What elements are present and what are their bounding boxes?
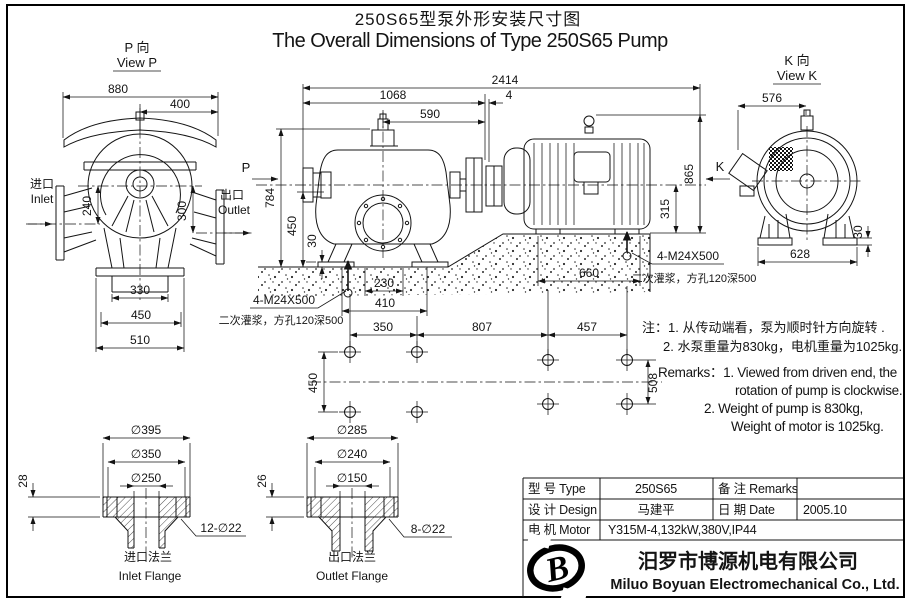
dim-350: 350 — [373, 320, 393, 334]
dim-510: 510 — [130, 333, 150, 347]
title-zh: 250S65型泵外形安装尺寸图 — [355, 10, 582, 29]
drawing-title: 250S65型泵外形安装尺寸图 The Overall Dimensions o… — [272, 10, 668, 52]
dim-880: 880 — [108, 82, 128, 96]
anchor-bolt-callout-left: 4-M24X500 — [253, 293, 315, 307]
dim-1068: 1068 — [380, 88, 407, 102]
view-k-dir-label: K 向 — [784, 53, 809, 68]
view-arrow-p-label: P — [242, 160, 251, 175]
sheet-border — [6, 4, 905, 598]
dim-450: 450 — [285, 216, 299, 236]
dim-590: 590 — [420, 107, 440, 121]
note-zh-2: 2. 水泵重量为830kg，电机重量为1025kg. — [663, 339, 902, 354]
note-en-2: rotation of pump is clockwise. — [735, 383, 902, 398]
dim-28: 28 — [16, 474, 30, 488]
dim-240f: ∅240 — [337, 447, 368, 461]
design-label: 设 计 Design — [528, 502, 597, 517]
note-en-1: Remarks：1. Viewed from driven end, the — [658, 365, 897, 380]
dim-30: 30 — [305, 234, 319, 248]
outlet-holes-callout: 8-∅22 — [411, 522, 446, 536]
inlet-flange-detail: ∅395 ∅350 ∅250 28 12-∅22 进口法兰 Inlet Flan… — [16, 423, 246, 583]
dim-240: 240 — [80, 196, 94, 216]
bolt-holes — [339, 341, 638, 423]
outlet-flange-label-zh: 出口法兰 — [328, 550, 376, 564]
dim-150: ∅150 — [337, 471, 368, 485]
note-zh-1: 注：1. 从传动端看，泵为顺时针方向旋转 . — [642, 320, 885, 335]
outlet-label-en: Outlet — [218, 203, 251, 217]
motor-lifting-eye — [583, 115, 595, 127]
view-p: P 向 View P 进口 Inlet 出口 Outlet 880 400 24… — [26, 40, 252, 352]
foundation-plan: 350 807 457 450 508 — [306, 286, 662, 423]
inlet-holes-callout: 12-∅22 — [200, 521, 241, 535]
dim-400: 400 — [170, 97, 190, 111]
note-en-4: Weight of motor is 1025kg. — [731, 419, 884, 434]
dim-457: 457 — [577, 320, 597, 334]
dim-628: 628 — [790, 247, 810, 261]
dim-4: 4 — [506, 88, 513, 102]
main-view: P K 4-M24X500 二次灌浆，方孔120深500 4-M24X500 二… — [219, 73, 757, 327]
dim-576: 576 — [762, 91, 782, 105]
date-label: 日 期 Date — [718, 503, 775, 517]
dim-315: 315 — [658, 199, 672, 219]
motor-terminal-box — [573, 151, 611, 183]
outlet-flange-detail: ∅285 ∅240 ∅150 26 8-∅22 出口法兰 Outlet Flan… — [255, 423, 452, 583]
remarks-label: 备 注 Remarks — [718, 481, 798, 496]
inlet-label-en: Inlet — [31, 192, 54, 206]
dim-285: ∅285 — [337, 423, 368, 437]
inlet-flange-label-zh: 进口法兰 — [124, 550, 172, 564]
note-en-3: 2. Weight of pump is 830kg, — [704, 401, 863, 416]
dim-26: 26 — [255, 474, 269, 488]
title-en: The Overall Dimensions of Type 250S65 Pu… — [272, 30, 668, 52]
dim-350f: ∅350 — [131, 447, 162, 461]
dim-k-30: 30 — [851, 225, 865, 239]
date-value: 2005.10 — [803, 503, 847, 517]
dim-410: 410 — [375, 296, 395, 310]
view-arrow-k-label: K — [716, 159, 725, 174]
company-name-en: Miluo Boyuan Electromechanical Co., Ltd. — [610, 577, 899, 593]
view-p-dir-label: P 向 — [124, 40, 149, 55]
motor-vent-patch — [769, 147, 793, 171]
inlet-label-zh: 进口 — [30, 177, 54, 191]
anchor-bolt-callout-right: 4-M24X500 — [657, 249, 719, 263]
pump-casing — [315, 149, 451, 245]
dim-784: 784 — [263, 188, 277, 208]
grout-callout-left: 二次灌浆，方孔120深500 — [219, 313, 344, 327]
motor-value: Y315M-4,132kW,380V,IP44 — [608, 523, 757, 537]
dim-508: 508 — [646, 373, 660, 393]
dim-450: 450 — [131, 308, 151, 322]
svg-text:B: B — [541, 549, 573, 591]
notes: 注：1. 从传动端看，泵为顺时针方向旋转 . 2. 水泵重量为830kg，电机重… — [642, 320, 903, 434]
dim-330: 330 — [130, 283, 150, 297]
dim-300: 300 — [175, 201, 189, 221]
dim-807: 807 — [472, 320, 492, 334]
grout-callout-right: 二次灌浆，方孔120深500 — [632, 271, 757, 285]
view-k-name-label: View K — [777, 68, 818, 83]
design-value: 马建平 — [638, 503, 675, 517]
dim-865: 865 — [682, 164, 696, 184]
view-k: K 向 View K 576 30 628 — [728, 53, 872, 266]
type-label: 型 号 Type — [528, 482, 586, 496]
dim-660: 660 — [579, 266, 599, 280]
dim-230: 230 — [374, 276, 394, 290]
company-name-zh: 汨罗市博源机电有限公司 — [638, 549, 858, 573]
motor-bell — [503, 147, 531, 215]
type-value: 250S65 — [635, 482, 677, 496]
inlet-flange-label-en: Inlet Flange — [119, 569, 182, 583]
motor-label: 电 机 Motor — [528, 523, 590, 537]
motor-body — [523, 138, 651, 230]
junction-box — [728, 152, 768, 192]
view-p-name-label: View P — [117, 55, 157, 70]
dim-2414: 2414 — [492, 73, 519, 87]
dim-395: ∅395 — [131, 423, 162, 437]
outlet-flange-label-en: Outlet Flange — [316, 569, 388, 583]
title-block: 型 号 Type 250S65 备 注 Remarks 设 计 Design 马… — [522, 477, 903, 597]
dim-250: ∅250 — [131, 471, 162, 485]
outlet-label-zh: 出口 — [220, 188, 244, 202]
dim-plan-450: 450 — [306, 373, 320, 393]
